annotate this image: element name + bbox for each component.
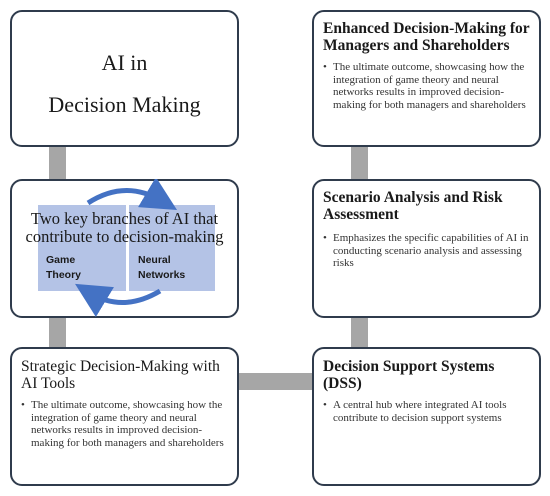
scenario-bullet: • Emphasizes the specific capabilities o…	[323, 232, 531, 270]
connector-ai-to-branches	[49, 145, 66, 181]
game-theory-label-line2: Theory	[46, 269, 82, 281]
scenario-bullet-text: Emphasizes the specific capabilities of …	[333, 232, 529, 269]
game-theory-panel	[38, 205, 126, 291]
connector-strategic-to-dss	[239, 373, 314, 390]
strategic-title: Strategic Decision-Making with AI Tools	[21, 358, 220, 392]
bullet-dot: •	[21, 399, 25, 411]
branches-text-line2: contribute to decision-making	[25, 227, 224, 246]
branches-text-line1: Two key branches of AI that	[30, 209, 219, 228]
enhanced-bullet-text: The ultimate outcome, showcasing how the…	[333, 61, 526, 111]
strategic-bullet: • The ultimate outcome, showcasing how t…	[21, 399, 229, 449]
neural-networks-panel	[129, 205, 215, 291]
enhanced-title: Enhanced Decision-Making for Managers an…	[323, 20, 530, 54]
ai-title-line2: Decision Making	[48, 92, 201, 117]
game-theory-label-line1: Game	[46, 254, 76, 266]
enhanced-bullet: • The ultimate outcome, showcasing how t…	[323, 61, 531, 111]
cycle-arrows-icon	[75, 179, 178, 318]
neural-networks-label-line2: Networks	[138, 269, 186, 281]
scenario-analysis-box: Scenario Analysis and Risk Assessment • …	[312, 179, 541, 318]
bullet-dot: •	[323, 61, 327, 73]
connector-scenario-to-enhanced	[351, 145, 368, 181]
strategic-bullet-text: The ultimate outcome, showcasing how the…	[31, 399, 224, 449]
enhanced-decision-making-box: Enhanced Decision-Making for Managers an…	[312, 10, 541, 147]
dss-box: Decision Support Systems (DSS) • A centr…	[312, 347, 541, 486]
scenario-title: Scenario Analysis and Risk Assessment	[323, 189, 503, 223]
neural-networks-label-line1: Neural	[138, 254, 171, 266]
dss-title: Decision Support Systems (DSS)	[323, 358, 495, 392]
bullet-dot: •	[323, 232, 327, 244]
ai-branches-box: Two key branches of AI that contribute t…	[10, 179, 239, 318]
strategic-decision-making-box: Strategic Decision-Making with AI Tools …	[10, 347, 239, 486]
dss-bullet-text: A central hub where integrated AI tools …	[333, 399, 507, 424]
ai-decision-making-box: AI in Decision Making	[10, 10, 239, 147]
connector-dss-to-scenario	[351, 316, 368, 349]
connector-branches-to-strategic	[49, 316, 66, 349]
bullet-dot: •	[323, 399, 327, 411]
ai-title-line1: AI in	[101, 50, 148, 75]
dss-bullet: • A central hub where integrated AI tool…	[323, 399, 531, 424]
